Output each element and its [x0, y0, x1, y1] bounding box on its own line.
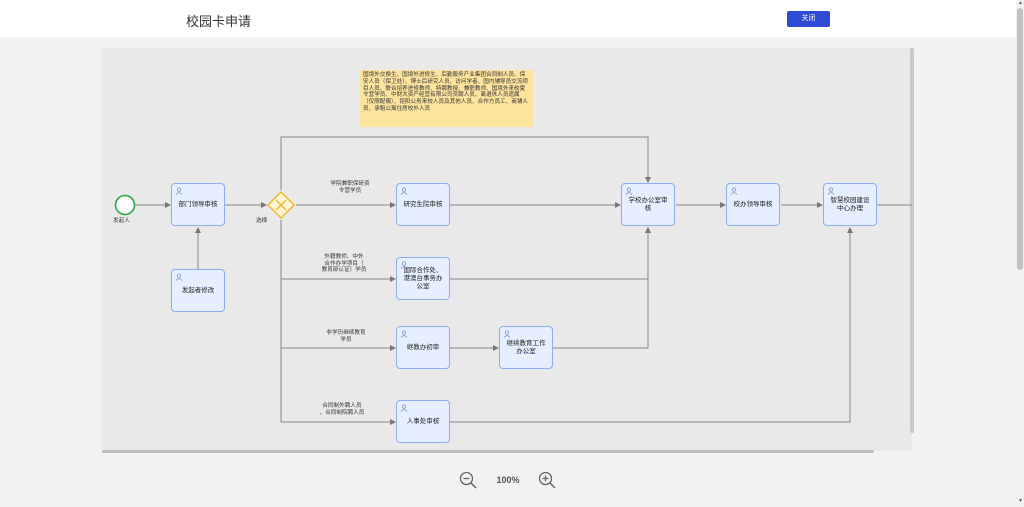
task-label: 学校办公室审核 [628, 196, 668, 212]
user-icon [400, 261, 408, 269]
user-icon [400, 330, 408, 338]
task-label: 继教办初审 [406, 343, 440, 351]
user-icon [400, 187, 408, 195]
canvas-vertical-scrollbar[interactable] [910, 48, 914, 433]
start-label: 发起人 [113, 218, 130, 224]
canvas-horizontal-scrollbar[interactable] [102, 450, 874, 453]
zoom-out-icon[interactable] [458, 470, 478, 490]
gateway-label: 选择 [256, 218, 268, 224]
task-label: 校办领导审核 [733, 200, 773, 208]
top-bar: 校园卡申请 关闭 [0, 0, 1016, 37]
task-label: 国际合作处、港澳台事务办公室 [403, 266, 443, 290]
scroll-down-icon[interactable]: ▼ [1018, 498, 1023, 504]
task-school-leader-review[interactable]: 校办领导审核 [726, 183, 780, 226]
task-intl-office[interactable]: 国际合作处、港澳台事务办公室 [396, 257, 450, 300]
task-label: 发起者修改 [181, 286, 215, 294]
edge-label-intl: 外籍教师、中外合作办学项目（教育部认证）学员 [321, 254, 367, 274]
task-label: 继续教育工作办公室 [506, 339, 546, 355]
task-smart-campus[interactable]: 智慧校园建设中心办理 [823, 183, 877, 226]
page-scrollbar[interactable]: ▲ ▼ [1016, 0, 1024, 507]
task-cont-office[interactable]: 继续教育工作办公室 [499, 326, 553, 369]
close-button[interactable]: 关闭 [787, 11, 830, 27]
user-icon [400, 404, 408, 412]
edge-label-cont: 非学历继续教育学员 [326, 330, 366, 343]
user-icon [175, 187, 183, 195]
user-icon [503, 330, 511, 338]
task-label: 人事处审核 [406, 417, 440, 425]
task-label: 研究生院审核 [403, 200, 443, 208]
user-icon [175, 273, 183, 281]
task-school-office-review[interactable]: 学校办公室审核 [621, 183, 675, 226]
task-cont-first-review[interactable]: 继教办初审 [396, 326, 450, 369]
scroll-up-icon[interactable]: ▲ [1018, 0, 1023, 6]
zoom-in-icon[interactable] [537, 470, 557, 490]
user-icon [625, 187, 633, 195]
task-initiator-edit[interactable]: 发起者修改 [171, 269, 225, 312]
user-icon [827, 187, 835, 195]
task-grad-review[interactable]: 研究生院审核 [396, 183, 450, 226]
note-annotation: 国境外交换生、国境外进修生、后勤服务产业集团合同制人员、保安人员（保卫处）、博士… [360, 70, 533, 127]
edge-label-grad: 学院兼职保研资令营学员 [330, 181, 370, 194]
edge-label-hr: 合同制外聘人员、合同制院聘人员 [319, 403, 365, 416]
scroll-thumb[interactable] [1017, 8, 1023, 270]
zoom-level: 100% [496, 475, 520, 485]
task-hr-review[interactable]: 人事处审核 [396, 400, 450, 443]
user-icon [730, 187, 738, 195]
task-dept-review[interactable]: 部门领导审核 [171, 183, 225, 226]
task-label: 部门领导审核 [178, 200, 218, 208]
task-label: 智慧校园建设中心办理 [830, 196, 870, 212]
page-title: 校园卡申请 [186, 14, 252, 29]
